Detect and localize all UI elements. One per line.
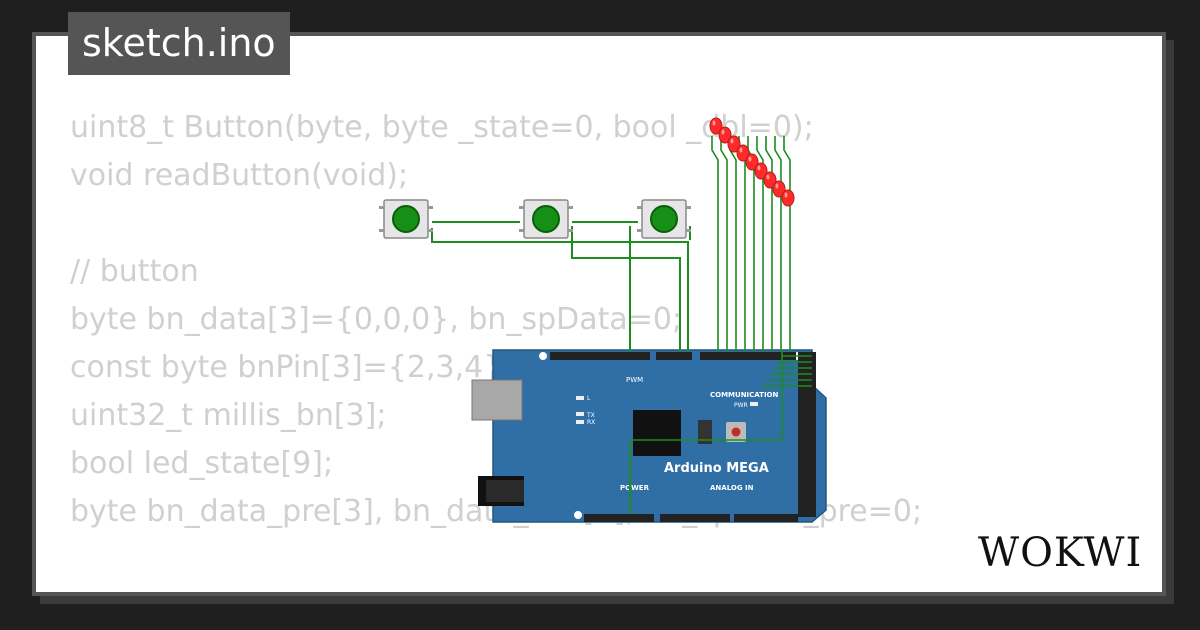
- usb-connector: [471, 379, 523, 421]
- microcontroller-chip: [633, 410, 681, 456]
- led[interactable]: [736, 144, 750, 162]
- pushbutton[interactable]: [637, 199, 691, 239]
- wire: [431, 228, 689, 352]
- arduino-mega-board[interactable]: PWM COMMUNICATION POWER ANALOG IN Arduin…: [471, 349, 827, 523]
- led[interactable]: [745, 153, 759, 171]
- wire: [756, 136, 764, 352]
- led[interactable]: [709, 117, 723, 135]
- led-row: [709, 117, 795, 207]
- code-line: uint8_t Button(byte, byte _state=0, bool…: [70, 110, 814, 145]
- led[interactable]: [763, 171, 777, 189]
- code-line: byte bn_data[3]={0,0,0}, bn_spData=0;: [70, 302, 683, 337]
- tx-led-label: TX: [586, 412, 595, 419]
- rx-led-label: RX: [587, 419, 595, 426]
- header-pwm: [550, 352, 650, 360]
- wokwi-logo[interactable]: WOKWI: [976, 522, 1152, 578]
- wire: [783, 136, 791, 352]
- wire: [632, 350, 783, 441]
- wire: [765, 136, 773, 352]
- pushbutton[interactable]: [519, 199, 573, 239]
- wire: [711, 136, 719, 352]
- code-line: bool led_state[9];: [70, 446, 334, 481]
- led[interactable]: [754, 162, 768, 180]
- wire: [571, 226, 681, 352]
- code-line: // button: [70, 254, 199, 289]
- pushbuttons: [379, 199, 691, 239]
- code-line: void setup() {: [70, 584, 922, 592]
- header-analog: [734, 514, 798, 522]
- header-digital: [798, 352, 816, 517]
- led[interactable]: [727, 135, 741, 153]
- header-power: [584, 514, 654, 522]
- wire: [729, 136, 737, 352]
- sketch-filename-tab[interactable]: sketch.ino: [68, 12, 290, 75]
- power-label: POWER: [620, 484, 650, 492]
- pwm-label: PWM: [626, 376, 643, 384]
- wire: [774, 136, 782, 352]
- led[interactable]: [781, 189, 795, 207]
- pushbutton[interactable]: [379, 199, 433, 239]
- wire: [720, 136, 728, 352]
- pwr-led-label: PWR: [734, 402, 748, 409]
- code-line: const byte bnPin[3]={2,3,4};: [70, 350, 513, 385]
- code-line: void readButton(void);: [70, 158, 409, 193]
- communication-label: COMMUNICATION: [710, 391, 779, 399]
- wires: [431, 136, 812, 514]
- analog-in-label: ANALOG IN: [710, 484, 754, 492]
- header-communication: [700, 352, 796, 360]
- wire: [738, 136, 746, 352]
- board-name: Arduino MEGA: [664, 461, 769, 476]
- l-led-label: L: [587, 395, 591, 402]
- logo-text: WOKWI: [978, 530, 1142, 576]
- code-line: uint32_t millis_bn[3];: [70, 398, 387, 433]
- led[interactable]: [718, 126, 732, 144]
- led[interactable]: [772, 180, 786, 198]
